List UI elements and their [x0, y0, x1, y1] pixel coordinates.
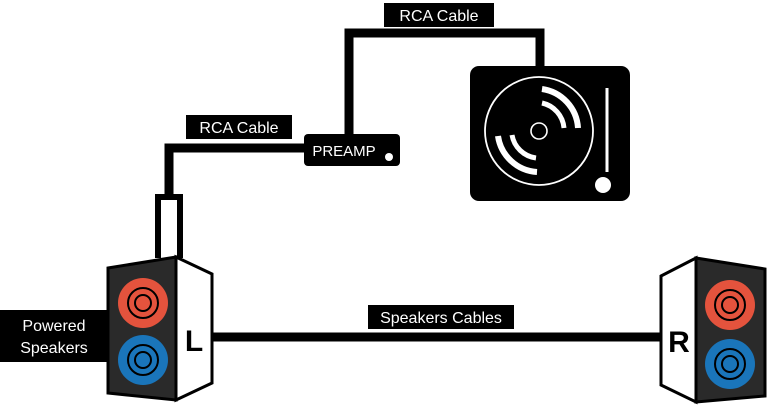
tonearm-knob [595, 177, 611, 193]
turntable-icon [470, 66, 630, 201]
woofer-bottom-ring [127, 344, 159, 376]
preamp-knob [385, 153, 393, 161]
woofer-bottom-center [134, 351, 152, 369]
cable-label-rca-left: RCA Cable [186, 115, 292, 139]
cable-label-rca-top: RCA Cable [384, 3, 494, 27]
turntable-spindle [530, 122, 548, 140]
woofer-bottom-ring [714, 348, 746, 380]
woofer-top-ring [127, 287, 159, 319]
cable-label-speakers: Speakers Cables [368, 305, 514, 329]
rca-plugs [155, 194, 183, 258]
preamp-box: PREAMP [304, 134, 400, 166]
cable-label-text: Speakers Cables [380, 310, 502, 327]
right-channel-label: R [668, 326, 690, 359]
woofer-bottom-center [721, 355, 739, 373]
woofer-top-center [721, 296, 739, 314]
groove-arc-lower [495, 135, 538, 175]
powered-speakers-label: Powered Speakers [0, 310, 108, 362]
woofer-top-ring [714, 289, 746, 321]
preamp-label: PREAMP [312, 143, 375, 160]
powered-speakers-line2: Speakers [20, 340, 88, 357]
turntable-platter [484, 76, 594, 186]
groove-arc-inner [541, 100, 567, 129]
rca-cable-turntable-to-preamp [344, 28, 545, 140]
cable-label-text: RCA Cable [399, 8, 478, 25]
rca-cable-preamp-to-speaker [164, 143, 306, 196]
woofer-top-center [134, 294, 152, 312]
cable-label-text: RCA Cable [199, 120, 278, 137]
left-channel-label: L [185, 325, 203, 358]
powered-speakers-line1: Powered [22, 318, 85, 335]
right-speaker: R [659, 255, 767, 405]
cables [164, 28, 664, 342]
groove-arc-lower-inner [509, 134, 537, 161]
left-speaker: L [106, 254, 214, 403]
groove-arc-outer [541, 86, 581, 129]
